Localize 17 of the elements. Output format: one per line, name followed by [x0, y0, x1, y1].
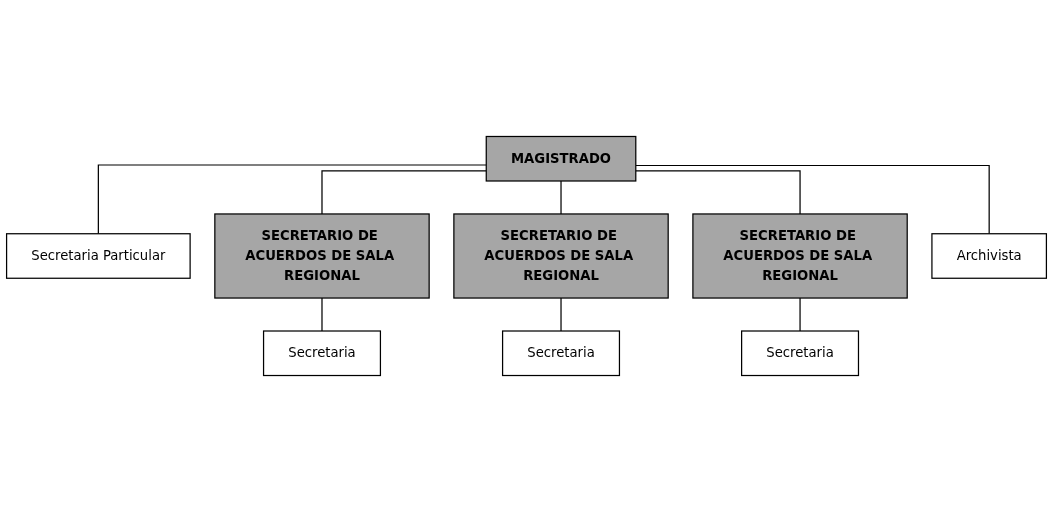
connector: [799, 297, 801, 332]
connector: [635, 164, 990, 235]
node-box: Secretaria: [262, 330, 382, 377]
node-box: Secretaria Particular: [5, 233, 191, 279]
node-box: Archivista: [931, 233, 1048, 279]
connector: [560, 180, 562, 215]
connector: [321, 297, 323, 332]
node-box: Secretaria: [741, 330, 860, 377]
node-box: Secretaria: [501, 330, 621, 377]
connector: [560, 297, 562, 332]
node-box: SECRETARIO DE ACUERDOS DE SALA REGIONAL: [692, 213, 908, 299]
connector: [635, 170, 801, 215]
connector: [321, 170, 487, 215]
node-box: SECRETARIO DE ACUERDOS DE SALA REGIONAL: [214, 213, 430, 299]
connector: [97, 164, 487, 235]
node-box: MAGISTRADO: [485, 135, 637, 182]
node-box: SECRETARIO DE ACUERDOS DE SALA REGIONAL: [453, 213, 669, 299]
